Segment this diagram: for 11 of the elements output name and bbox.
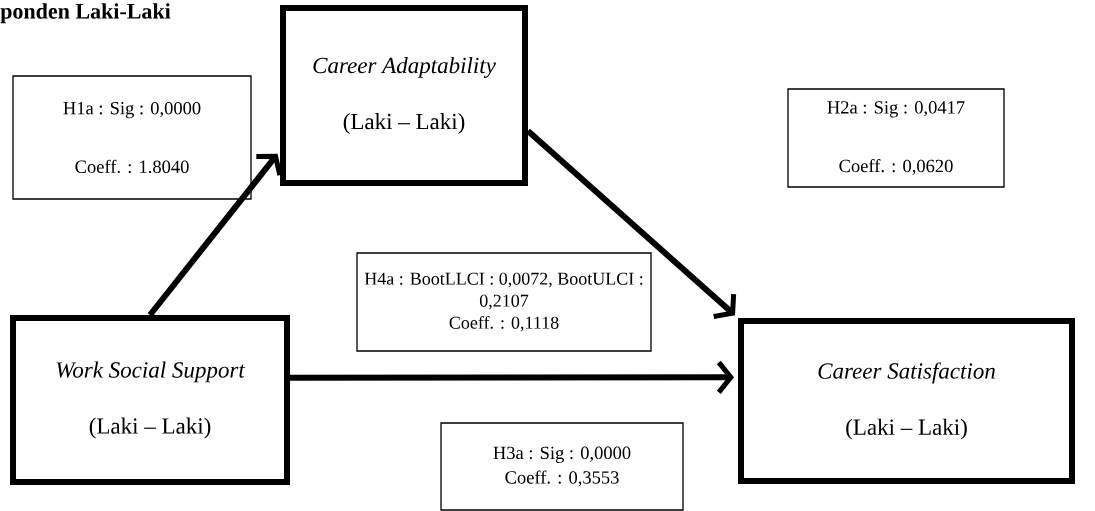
variable-box: Career Adaptability (Laki – Laki)	[280, 5, 528, 186]
arrow	[147, 153, 283, 317]
result-box: H1a : Sig : 0,0000 Coeff. : 1.8040	[12, 75, 252, 200]
variable-box: Career Satisfaction (Laki – Laki)	[738, 318, 1075, 484]
result-box: H4a : BootLLCI : 0,0072, BootULCI : 0,2107 Coeff. : 0,1118	[356, 252, 652, 352]
variable-box: Work Social Support (Laki – Laki)	[10, 315, 290, 485]
result-box: H2a : Sig : 0,0417 Coeff. : 0,0620	[787, 88, 1005, 188]
result-box: H3a : Sig : 0,0000 Coeff. : 0,3553	[440, 422, 684, 511]
heading: ponden Laki-Laki	[0, 3, 171, 24]
arrow	[526, 128, 737, 319]
arrow	[290, 360, 734, 394]
